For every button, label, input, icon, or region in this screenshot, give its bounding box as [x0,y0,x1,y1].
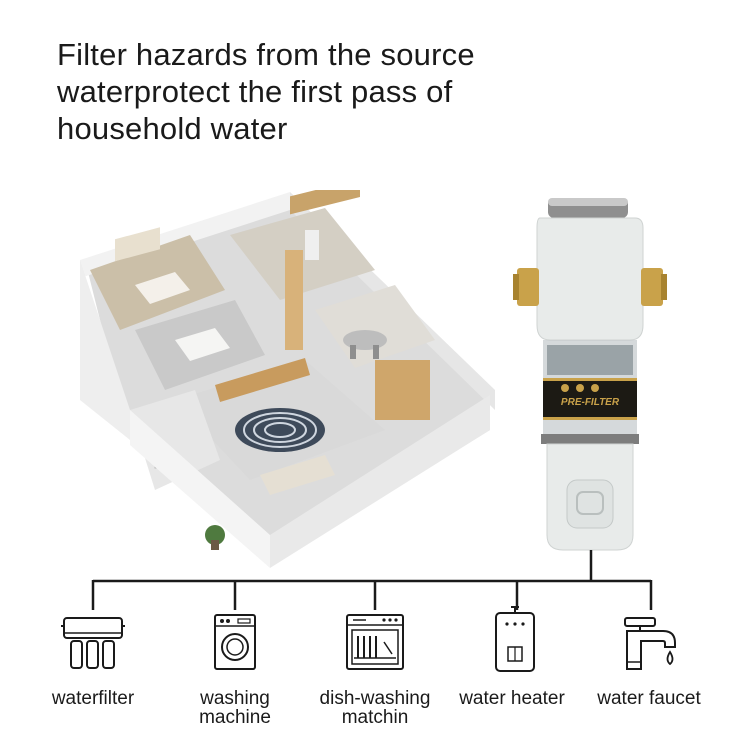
appliance-label-water-faucet: water faucet [597,688,701,709]
page-title: Filter hazards from the source waterprot… [57,36,527,147]
house-floorplan-illustration [80,190,495,568]
water-faucet-icon [624,617,676,670]
water-heater-icon [495,606,535,672]
appliance-label-washing-machine: washing machine [199,688,271,728]
headline-line-2: waterprotect the first pass of [57,74,453,109]
dishwasher-icon [346,614,404,670]
distribution-lines [91,550,653,610]
appliance-label-dishwasher: dish-washing matchin [319,688,431,728]
headline-line-1: Filter hazards from the source [57,37,475,72]
appliance-label-water-heater: water heater [459,688,565,709]
headline-line-3: household water [57,111,288,146]
pre-filter-product-image: PRE-FILTER [513,198,667,551]
washing-machine-icon [214,614,256,670]
appliance-label-waterfilter: waterfilter [51,688,135,709]
pre-filter-brand-text: PRE-FILTER [561,397,620,408]
water-filter-icon [61,617,125,669]
